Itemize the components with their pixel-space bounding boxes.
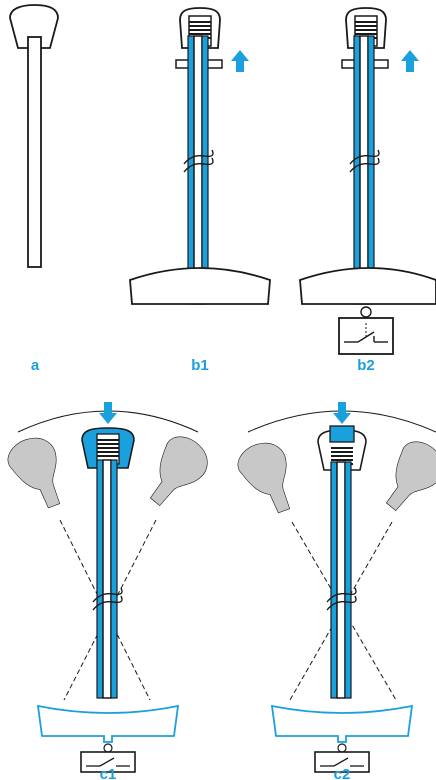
plunger-tip [360,306,372,318]
switch-icon [338,317,394,355]
pad-right [374,434,436,523]
panel-b1 [129,7,271,305]
inner-rod [96,459,104,699]
panel-c2 [231,402,436,753]
c1-switch [80,751,136,773]
pad-left [1,428,80,517]
pad-right [138,429,216,518]
outer-rod [193,35,203,305]
panel-c1 [1,402,216,753]
joystick-rod [27,36,42,268]
push-button [329,425,355,443]
inner-rod-right [110,459,118,699]
plunger-tip [103,743,113,753]
outer-rod [102,459,112,699]
c2-switch [314,751,370,773]
label-b1: b1 [191,357,209,374]
inner-rod [330,461,338,699]
base-plate [270,704,414,743]
outer-rod [359,35,369,305]
arrow-up-icon [401,50,419,72]
base-plate [299,267,436,305]
label-c1: c1 [100,766,117,780]
label-a: a [31,357,40,374]
panel-a [9,4,59,268]
label-c2: c2 [334,766,351,780]
label-b2: b2 [357,357,375,374]
inner-rod [187,35,195,305]
inner-rod [353,35,361,305]
arrow-down-icon [333,402,351,424]
joystick-head [9,4,59,49]
panel-b2 [299,7,436,355]
outer-rod [336,461,346,699]
inner-rod-right [201,35,209,305]
base-plate [36,704,180,743]
inner-rod-right [344,461,352,699]
plunger-tip [337,743,347,753]
arrow-down-icon [99,402,117,424]
arrow-up-icon [231,50,249,72]
inner-rod-right [367,35,375,305]
pad-left [231,433,310,522]
base-plate [129,267,271,305]
